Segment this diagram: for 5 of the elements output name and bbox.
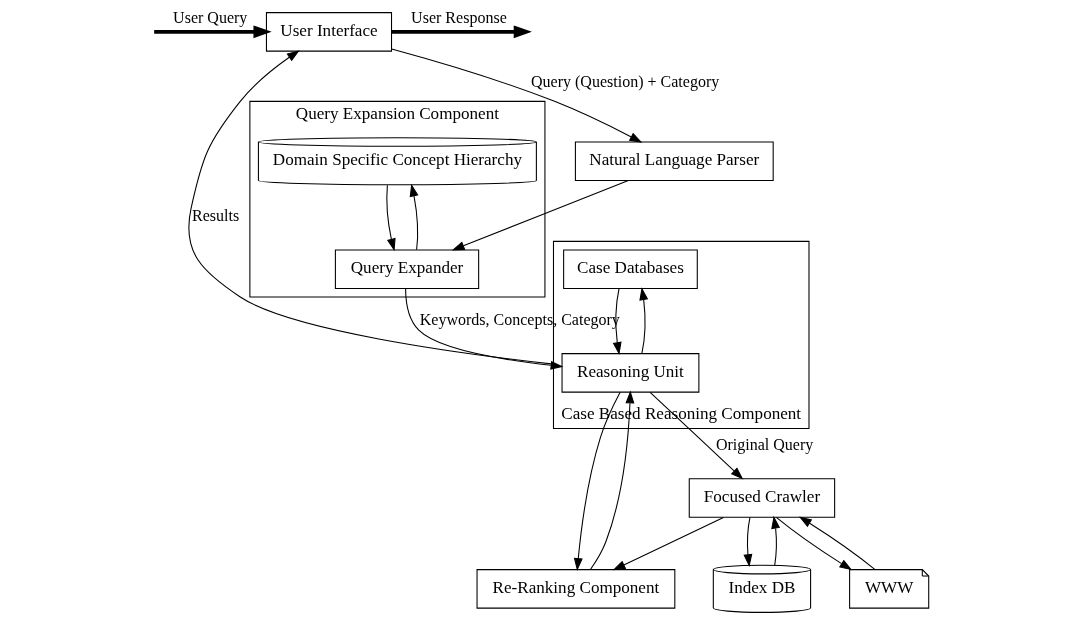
edge-label: User Response — [411, 9, 507, 27]
edge-label: Original Query — [715, 435, 814, 453]
edge-label: User Query — [173, 9, 248, 27]
edge-label: Query (Question) + Category — [530, 73, 720, 91]
edge-label: Results — [192, 207, 240, 225]
